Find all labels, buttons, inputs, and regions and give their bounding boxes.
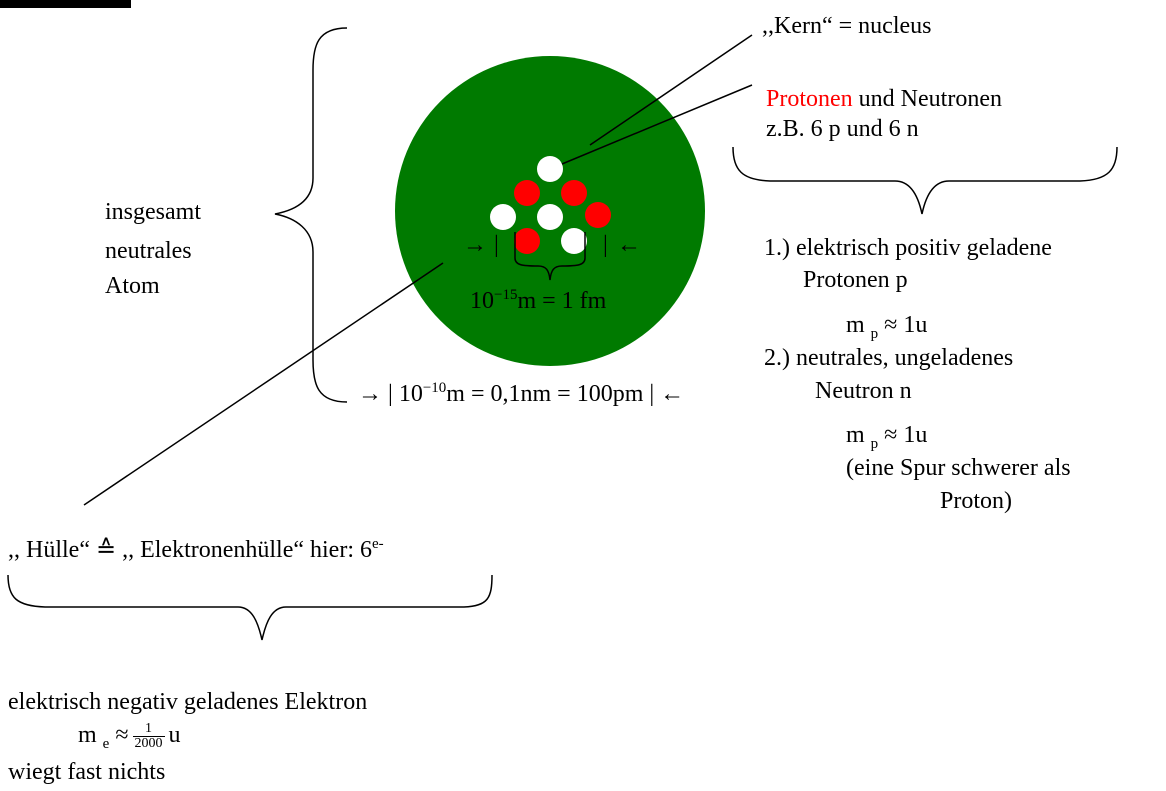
atom-label-line2: neutrales bbox=[105, 238, 192, 264]
mass-symbol: m bbox=[846, 312, 865, 338]
und-neutronen-text: und Neutronen bbox=[852, 86, 1002, 112]
nucleus-size-exp: −15 bbox=[494, 287, 518, 303]
atom-label-line1: insgesamt bbox=[105, 199, 201, 225]
neutron-note-line2: Proton) bbox=[940, 488, 1012, 514]
nucleus-size-base: 10 bbox=[470, 288, 494, 314]
electron-desc-line1: elektrisch negativ geladenes Elektron bbox=[8, 689, 368, 715]
atom-size-base: 10 bbox=[398, 381, 423, 407]
electron-desc-line3: wiegt fast nichts bbox=[8, 759, 166, 785]
proton-circle bbox=[514, 228, 540, 254]
atom-size-label: → | 10−10m = 0,1nm = 100pm | ← bbox=[358, 374, 684, 408]
nucleons-brace bbox=[732, 146, 1118, 215]
arrow-right-glyph: → bbox=[463, 232, 487, 258]
neutron-circle bbox=[561, 228, 587, 254]
neutron-desc-line2: Neutron n bbox=[815, 378, 912, 404]
neutron-desc-line1: 2.) neutrales, ungeladenes bbox=[764, 345, 1014, 371]
huelle-pointer-line bbox=[83, 262, 444, 506]
proton-circle bbox=[561, 180, 587, 206]
unit-u: u bbox=[168, 722, 181, 748]
mass-symbol: m bbox=[78, 722, 97, 748]
proton-desc-line1: 1.) elektrisch positiv geladene bbox=[764, 235, 1052, 261]
mass-value: ≈ 1u bbox=[884, 422, 928, 448]
nucleus-bar-right: | bbox=[603, 232, 608, 258]
atom-arrow-right: → bbox=[358, 381, 382, 407]
atom-arrow-left: ← bbox=[660, 381, 685, 407]
huelle-brace bbox=[7, 574, 493, 641]
nucleus-arrow-right: → bbox=[463, 231, 487, 259]
atom-size-exp: −10 bbox=[422, 380, 447, 396]
mass-subscript: p bbox=[870, 435, 879, 452]
nucleus-size-rest: m = 1 fm bbox=[517, 288, 607, 314]
atom-bar-left: | bbox=[388, 381, 393, 407]
example-label: z.B. 6 p und 6 n bbox=[766, 116, 919, 142]
neutron-note-line1: (eine Spur schwerer als bbox=[846, 455, 1071, 481]
protonen-word: Protonen bbox=[766, 86, 853, 112]
proton-circle bbox=[514, 180, 540, 206]
neutron-circle bbox=[537, 204, 563, 230]
mass-subscript: e bbox=[102, 735, 110, 752]
mass-subscript: p bbox=[870, 325, 879, 342]
nucleus-bar-left: | bbox=[494, 232, 499, 258]
approx-sign: ≈ bbox=[115, 722, 129, 748]
nucleons-label: Protonen und Neutronen bbox=[766, 85, 1002, 113]
proton-desc-line2: Protonen p bbox=[803, 267, 908, 293]
mass-symbol: m bbox=[846, 422, 865, 448]
huelle-label: ,, Hülle“ ≙ ,, Elektronenhülle“ hier: 6e… bbox=[8, 530, 384, 564]
neutron-circle bbox=[490, 204, 516, 230]
mass-value: ≈ 1u bbox=[884, 312, 928, 338]
atom-bar-right: | bbox=[649, 381, 655, 407]
protonen-pointer-line bbox=[561, 84, 753, 165]
neutron-mass: m p ≈ 1u bbox=[846, 421, 927, 458]
nucleus-size-label: 10−15m = 1 fm bbox=[470, 281, 606, 315]
arrow-left-glyph: ← bbox=[617, 232, 641, 258]
kern-pointer-line bbox=[589, 34, 753, 146]
header-bar bbox=[0, 0, 131, 8]
fraction-numerator: 1 bbox=[132, 721, 165, 737]
neutron-circle bbox=[537, 156, 563, 182]
kern-label: ,,Kern“ = nucleus bbox=[762, 13, 932, 39]
proton-circle bbox=[585, 202, 611, 228]
nucleus-brace bbox=[514, 232, 586, 281]
huelle-text: ,, Hülle“ ≙ ,, Elektronenhülle“ hier: 6 bbox=[8, 537, 372, 563]
nucleus-arrow-left: ← bbox=[617, 231, 641, 259]
atom-label-line3: Atom bbox=[105, 273, 160, 299]
proton-mass: m p ≈ 1u bbox=[846, 311, 927, 348]
fraction-denominator: 2000 bbox=[134, 735, 163, 751]
huelle-sup: e- bbox=[372, 536, 384, 552]
atom-brace bbox=[274, 27, 348, 403]
atom-size-rest: m = 0,1nm = 100pm bbox=[446, 381, 644, 407]
